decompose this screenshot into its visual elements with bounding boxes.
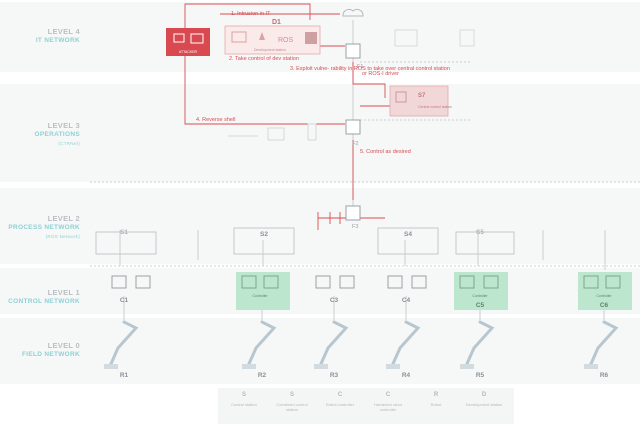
controller-c3: C3 [330, 297, 339, 304]
central-station-caption: Central control station [418, 105, 452, 109]
server-s4: S4 [404, 231, 412, 238]
ros-label: ROS [278, 37, 294, 44]
controller-c6: C6 [600, 302, 609, 309]
server-s5: S5 [476, 229, 484, 236]
controller-c5: C5 [476, 302, 485, 309]
attacker-label: ATTACKER [179, 50, 198, 54]
attacker-node: ATTACKER [166, 28, 210, 56]
attack-step-1: 1. Intrusion in IT [231, 11, 271, 17]
attack-step-3b: or ROS-I driver [362, 71, 399, 77]
robot-r4: R4 [402, 372, 411, 379]
central-station-id: S7 [418, 93, 426, 99]
firewall-f2: F2 [352, 141, 358, 147]
robot-bases [104, 364, 598, 369]
robot-r6: R6 [600, 372, 609, 379]
attack-step-3: 3. Exploit vulne- rability in ROS to tak… [290, 66, 450, 72]
band-level3 [0, 84, 640, 182]
attack-step-4: 4. Reverse shell [196, 117, 235, 123]
attack-path [184, 3, 390, 230]
linux-icon [259, 32, 265, 40]
controllers [111, 272, 632, 310]
band-level0 [0, 318, 640, 384]
firewall-f1: F1 [357, 64, 363, 70]
firewalls [345, 43, 361, 221]
it-network-devices [342, 9, 475, 47]
band-level2 [0, 188, 640, 264]
controller-c4: C4 [402, 297, 411, 304]
robot-r2: R2 [258, 372, 267, 379]
attack-step-5: 5. Control as desired [360, 149, 411, 155]
robot-r3: R3 [330, 372, 339, 379]
network-links [90, 20, 640, 320]
controller-c1: C1 [120, 297, 129, 304]
robot-r5: R5 [476, 372, 485, 379]
cloud-icon [342, 9, 364, 17]
dev-station-caption: Development station [254, 48, 286, 52]
ops-devices [228, 123, 317, 141]
dev-station-node: ROS D1 Development station [224, 19, 321, 55]
robot-arms [108, 320, 619, 368]
process-servers [95, 227, 515, 255]
central-station-node: S7 Central control station [389, 85, 452, 117]
dev-station-id: D1 [272, 19, 281, 26]
firewall-f3: F3 [352, 224, 358, 230]
server-s2: S2 [260, 231, 268, 238]
server-s1: S1 [120, 229, 128, 236]
controller-caption-1: Controller [252, 294, 268, 298]
controller-caption-2: Controller [472, 294, 488, 298]
controller-caption-3: Controller [596, 294, 612, 298]
robot-r1: R1 [120, 372, 129, 379]
cube-icon [305, 32, 317, 44]
attack-step-2: 2. Take control of dev station [229, 56, 299, 62]
